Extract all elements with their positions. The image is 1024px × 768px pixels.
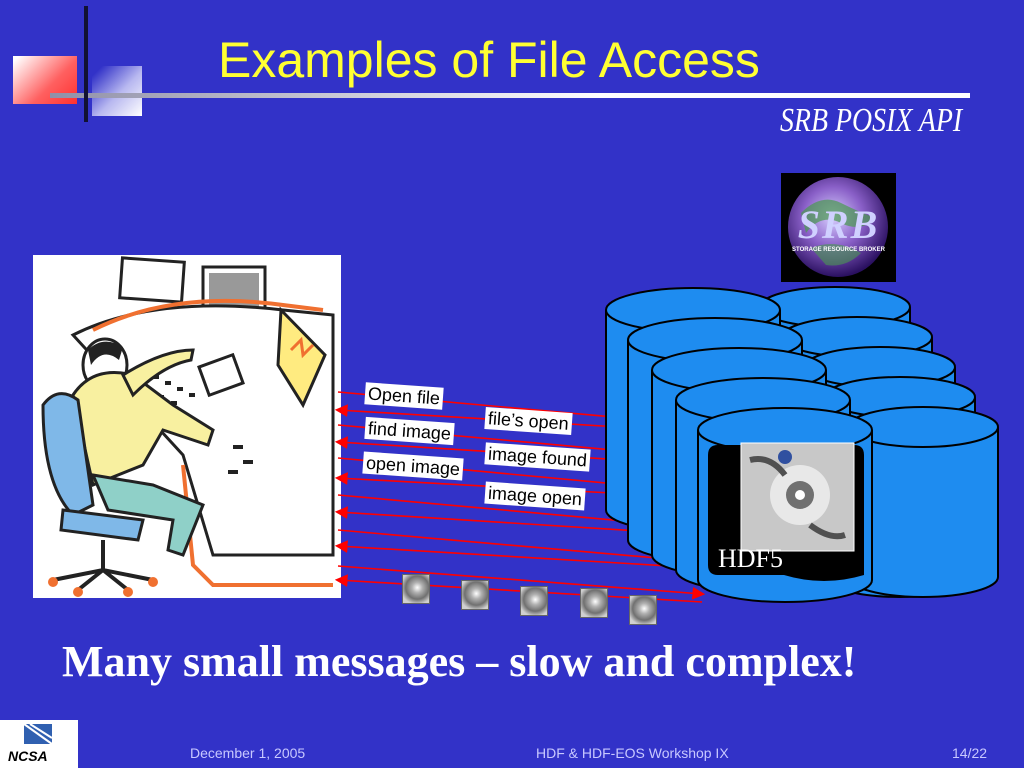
- slide-subtitle: SRB POSIX API: [779, 102, 962, 139]
- globe-icon: [788, 177, 888, 277]
- decor-blue-square: [92, 66, 142, 116]
- headline: Many small messages – slow and complex!: [62, 637, 857, 686]
- title-rule: [50, 93, 970, 98]
- footer-event: HDF & HDF-EOS Workshop IX: [536, 745, 729, 761]
- image-thumbnail: [629, 595, 657, 625]
- decor-vertical-bar: [84, 6, 88, 122]
- ncsa-logo: NCSA: [0, 720, 78, 768]
- storage-cylinders: [605, 286, 999, 603]
- hdf5-label: HDF5: [718, 544, 784, 573]
- image-thumbnail: [402, 574, 430, 604]
- footer-date: December 1, 2005: [190, 745, 306, 761]
- srb-logo-subtext: STORAGE RESOURCE BROKER: [792, 247, 885, 253]
- slide-title: Examples of File Access: [218, 32, 760, 88]
- srb-logo-text: SRB: [797, 202, 880, 247]
- user-workstation-illustration: [33, 255, 341, 598]
- srb-logo: SRB STORAGE RESOURCE BROKER: [781, 173, 896, 282]
- ncsa-logo-icon: [23, 723, 53, 745]
- image-thumbnail: [580, 588, 608, 618]
- footer-page-number: 14/22: [952, 745, 988, 761]
- ncsa-logo-text: NCSA: [8, 748, 48, 764]
- image-thumbnail: [520, 586, 548, 616]
- image-thumbnail: [461, 580, 489, 610]
